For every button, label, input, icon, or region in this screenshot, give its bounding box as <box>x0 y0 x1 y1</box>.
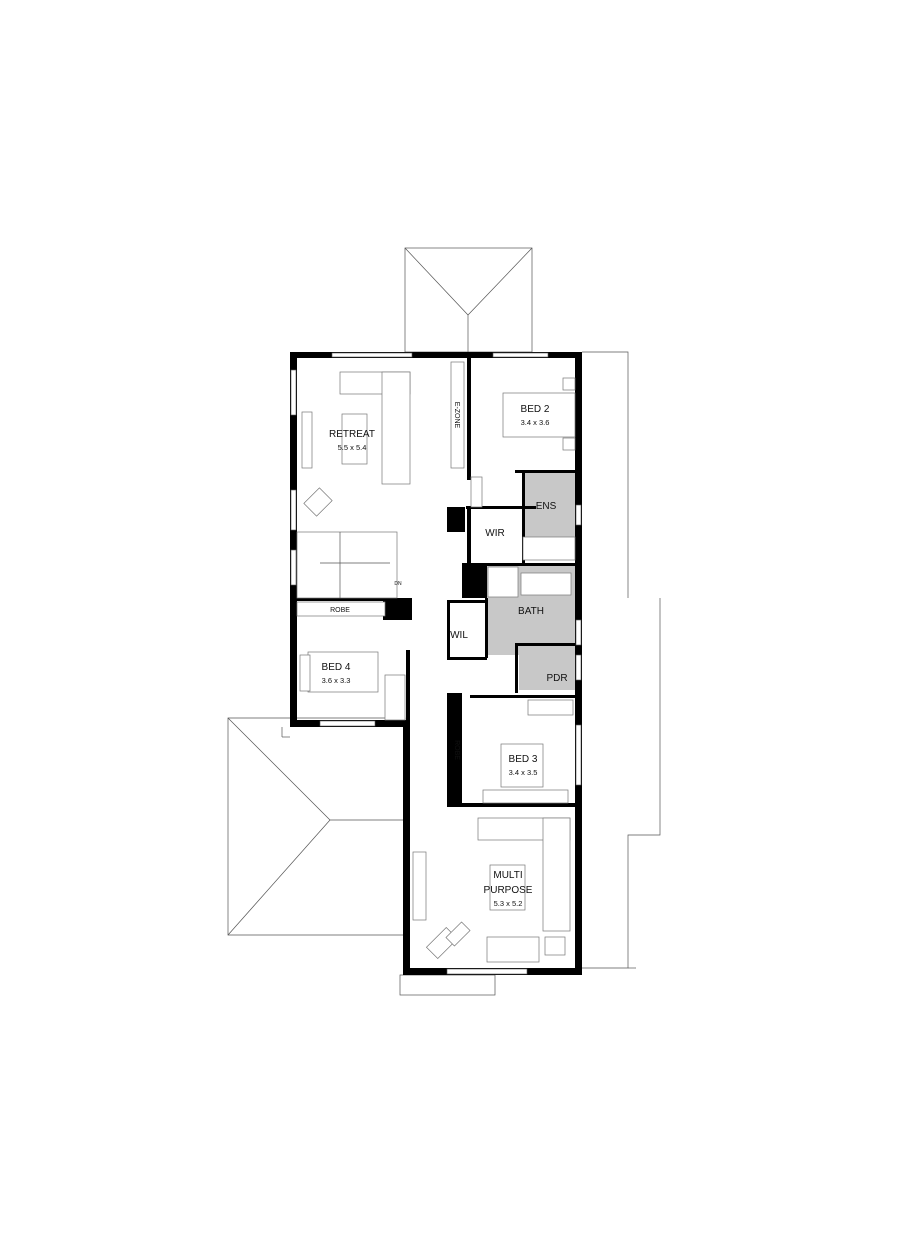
room-robe-bed-3: ROBE <box>453 740 460 760</box>
stair-down-label: DN <box>394 581 402 587</box>
room-name: BED 4 <box>322 662 351 673</box>
room-size: 5.3 x 5.2 <box>494 899 523 908</box>
room-size: 3.6 x 3.3 <box>322 676 351 685</box>
room-ezone: E-ZONE <box>453 402 460 429</box>
room-size: 3.4 x 3.6 <box>521 418 550 427</box>
windows <box>290 352 582 975</box>
room-bath: BATH <box>518 606 544 617</box>
room-size: 5.5 x 5.4 <box>338 443 367 452</box>
room-retreat: RETREAT 5.5 x 5.4 <box>329 429 375 452</box>
room-name: RETREAT <box>329 429 375 440</box>
roof-left <box>227 717 406 936</box>
room-ensuite: ENS <box>536 501 557 512</box>
room-powder: PDR <box>546 673 567 684</box>
room-name-line-1: MULTI <box>493 870 522 881</box>
room-name: BED 2 <box>521 404 550 415</box>
room-bed-2: BED 2 3.4 x 3.6 <box>521 404 550 427</box>
room-wil: WIL <box>450 630 468 641</box>
room-robe-bed-4: ROBE <box>330 607 350 614</box>
roof-top <box>404 247 533 353</box>
furniture <box>296 361 576 963</box>
room-multi-purpose: MULTI PURPOSE 5.3 x 5.2 <box>484 870 533 908</box>
room-size: 3.4 x 3.5 <box>509 768 538 777</box>
room-bed-3: BED 3 3.4 x 3.5 <box>509 754 538 777</box>
powder-room-floor <box>519 645 575 690</box>
room-wir: WIR <box>485 528 504 539</box>
room-name-line-2: PURPOSE <box>484 885 533 896</box>
room-name: BED 3 <box>509 754 538 765</box>
room-bed-4: BED 4 3.6 x 3.3 <box>322 662 351 685</box>
